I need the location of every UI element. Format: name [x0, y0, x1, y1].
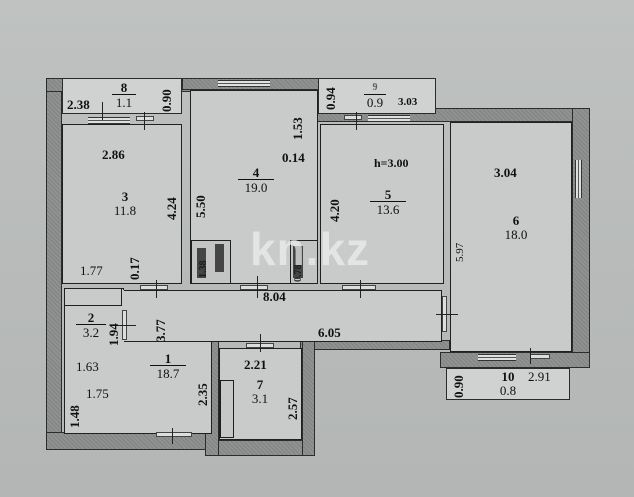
- dim-hall-length: 8.04: [263, 289, 286, 304]
- dim-room4-top: 1.53: [290, 117, 305, 140]
- balcony-9: [318, 78, 436, 114]
- balcony-8: [62, 78, 182, 114]
- room-label-4: 4 19.0: [238, 166, 274, 194]
- dim-balcony8-depth: 0.90: [159, 89, 174, 112]
- room-label-8: 8 1.1: [112, 81, 136, 109]
- watermark: kn.kz: [250, 223, 371, 275]
- room-label-1: 1 18.7: [150, 352, 186, 380]
- dim-room3-niche: 1.77: [80, 263, 103, 278]
- window-room6-bottom: [478, 354, 516, 361]
- window-room3: [88, 117, 130, 124]
- dim-room4-closet-a: 1.38: [198, 260, 209, 279]
- door-balcony10[interactable]: [530, 354, 550, 359]
- door-room3[interactable]: [140, 285, 168, 290]
- room-label-6: 6 18.0: [504, 213, 528, 242]
- dim-balcony10-width: 2.91: [528, 369, 551, 384]
- ceiling-height-label: h=3.00: [374, 156, 409, 170]
- dim-room6-length: 5.97: [454, 242, 466, 262]
- door-tick: [356, 112, 357, 130]
- room-label-10: 10 0.8: [499, 369, 517, 398]
- door-tick: [102, 102, 103, 120]
- dim-room1-lower: 2.35: [195, 383, 210, 406]
- dim-hall-lower: 6.05: [318, 325, 341, 340]
- room-6[interactable]: [450, 122, 572, 352]
- door-room4[interactable]: [240, 285, 268, 290]
- room-label-7: 7 3.1: [251, 377, 269, 406]
- dim-room1-width: 1.75: [86, 386, 109, 401]
- room-3[interactable]: [62, 124, 182, 284]
- room-label-9: 9 0.9: [364, 81, 386, 109]
- hallway[interactable]: [124, 290, 442, 342]
- dim-room5-length: 4.20: [327, 199, 342, 222]
- dim-room2-height: 1.94: [106, 323, 121, 346]
- room-5[interactable]: [320, 124, 444, 284]
- dim-balcony9-width: 3.03: [398, 96, 418, 108]
- door-tick: [260, 334, 261, 352]
- room-2-nook: [64, 288, 122, 306]
- dim-room3-offset: 0.17: [127, 257, 142, 280]
- dim-room7-width: 2.21: [244, 357, 267, 372]
- wall-room7-right: [302, 340, 315, 456]
- room-label-3: 3 11.8: [113, 189, 137, 218]
- outer-wall-left: [46, 78, 62, 450]
- dim-room3-length: 4.24: [164, 197, 179, 220]
- door-tick: [530, 348, 531, 364]
- outer-wall-bottom-mid: [205, 440, 315, 456]
- window-room6: [575, 160, 582, 198]
- dim-balcony9-depth: 0.94: [323, 87, 338, 110]
- door-room5[interactable]: [342, 285, 376, 290]
- door-tick: [172, 428, 173, 444]
- dim-room7-length: 2.57: [285, 397, 300, 420]
- dim-room4-step: 0.14: [282, 150, 305, 165]
- door-entrance[interactable]: [156, 432, 192, 437]
- dim-room2-width: 1.63: [76, 359, 99, 374]
- room-label-5: 5 13.6: [370, 188, 406, 216]
- dim-balcony8-width: 2.38: [67, 97, 90, 112]
- balcony-10: [446, 368, 570, 400]
- door-tick: [144, 112, 145, 130]
- door-tick: [436, 314, 458, 315]
- dim-room4-length: 5.50: [193, 195, 208, 218]
- door-tick: [360, 280, 361, 298]
- dim-room3-width: 2.86: [102, 147, 125, 162]
- door-tick: [156, 280, 157, 298]
- door-balcony9[interactable]: [344, 115, 362, 120]
- door-tick: [116, 325, 136, 326]
- closet-label-blur: [215, 244, 224, 272]
- door-tick: [257, 276, 258, 298]
- dim-balcony10-depth: 0.90: [451, 375, 466, 398]
- window-room4: [218, 80, 270, 87]
- dim-room1-height: 3.77: [153, 319, 168, 342]
- door-balcony8[interactable]: [136, 116, 154, 121]
- closet-label-blur: [197, 248, 206, 278]
- dim-room6-width: 3.04: [494, 165, 517, 180]
- room-label-2: 2 3.2: [76, 311, 106, 339]
- closet-label-blur: [293, 246, 303, 278]
- room-7-shaft: [220, 380, 234, 438]
- window-room5: [368, 115, 410, 122]
- outer-wall-right: [572, 108, 590, 368]
- dim-room1-side: 1.48: [67, 405, 82, 428]
